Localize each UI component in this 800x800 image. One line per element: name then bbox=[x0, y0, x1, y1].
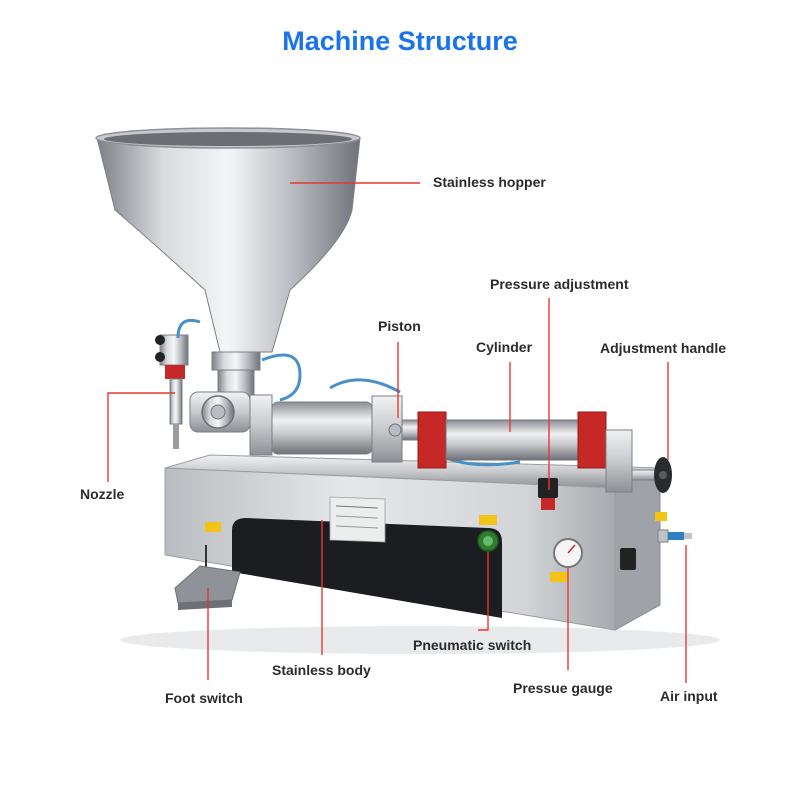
label-pressure-adjustment: Pressure adjustment bbox=[490, 276, 629, 292]
label-nozzle: Nozzle bbox=[80, 486, 125, 502]
stainless-hopper bbox=[95, 127, 361, 411]
cylinder bbox=[417, 411, 633, 493]
piston bbox=[249, 394, 425, 463]
pressure-regulator bbox=[538, 478, 558, 510]
pressure-gauge bbox=[553, 538, 583, 568]
label-foot-switch: Foot switch bbox=[165, 690, 243, 706]
label-adjustment-handle: Adjustment handle bbox=[600, 340, 727, 356]
leader-pneumatic-switch bbox=[478, 552, 489, 631]
floor-shadow bbox=[120, 626, 720, 654]
adjustment-handle bbox=[631, 457, 672, 493]
air-input bbox=[657, 529, 692, 543]
label-stainless-hopper: Stainless hopper bbox=[433, 174, 546, 190]
leader-lines bbox=[107, 182, 687, 683]
valve-body bbox=[189, 391, 251, 433]
stainless-body bbox=[164, 454, 667, 631]
label-piston: Piston bbox=[378, 318, 421, 334]
label-stainless-body: Stainless body bbox=[272, 662, 371, 678]
page-title: Machine Structure bbox=[282, 26, 518, 56]
label-pressure-gauge: Pressue gauge bbox=[513, 680, 613, 696]
leader-nozzle bbox=[107, 392, 175, 482]
label-pneumatic-switch: Pneumatic switch bbox=[413, 637, 532, 653]
label-cylinder: Cylinder bbox=[476, 339, 533, 355]
label-air-input: Air input bbox=[660, 688, 718, 704]
foot-switch bbox=[174, 545, 241, 610]
pneumatic-switch bbox=[477, 530, 499, 552]
nozzle bbox=[155, 334, 189, 449]
